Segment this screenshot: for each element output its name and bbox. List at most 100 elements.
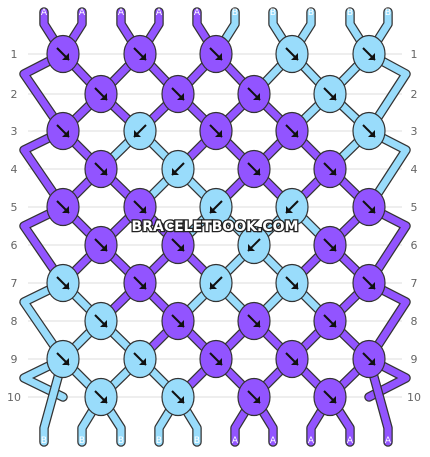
bottom-strand-label: A [308,436,315,446]
knot [352,263,386,303]
knot [199,111,233,151]
knot-arrowhead [100,396,107,403]
knot [199,187,233,227]
bottom-strand-label: B [156,436,162,446]
knot-arrowhead [62,282,69,289]
knot-arrowhead [329,396,336,403]
knot [275,187,309,227]
knot [123,263,157,303]
knot [275,339,309,379]
knot [352,187,386,227]
row-label-left: 3 [11,125,18,138]
knot-arrowhead [291,130,298,137]
knot-arrowhead [139,206,146,213]
row-label-right: 10 [407,391,421,404]
knot-arrowhead [253,168,260,175]
knot-arrowhead [253,396,260,403]
knot [46,34,80,74]
knot-arrowhead [368,358,375,365]
knot-arrowhead [177,93,184,100]
top-strand-label: A [41,8,48,18]
knot [237,149,271,189]
bottom-strand-label: A [347,436,354,446]
knot-arrowhead [177,244,184,251]
knot [161,377,195,417]
knot-arrowhead [253,93,260,100]
row-label-left: 8 [11,315,18,328]
knot-arrowhead [215,130,222,137]
row-label-right: 8 [411,315,418,328]
top-strand-label: A [194,8,201,18]
knot [84,225,118,265]
knot-arrowhead [368,53,375,60]
top-strand-label: B [232,8,238,18]
row-label-left: 1 [11,48,18,61]
strand-segment [365,355,392,446]
knot-arrowhead [286,206,293,213]
knot-arrowhead [100,168,107,175]
knot-arrowhead [172,168,179,175]
knot [161,225,195,265]
knot [352,111,386,151]
knot-arrowhead [210,282,217,289]
knot-arrowhead [134,130,141,137]
knot-arrowhead [210,206,217,213]
row-label-left: 2 [11,88,18,101]
knot [161,74,195,114]
bottom-strand-label: A [270,436,277,446]
knot-arrowhead [291,282,298,289]
knot [275,34,309,74]
knot [199,263,233,303]
row-label-right: 6 [411,239,418,252]
row-label-right: 7 [411,277,418,290]
knot [199,339,233,379]
knot [46,187,80,227]
knot [313,149,347,189]
row-label-right: 1 [411,48,418,61]
knot [237,301,271,341]
bottom-strand-label: B [194,436,200,446]
knot-arrowhead [177,396,184,403]
knot-arrowhead [100,244,107,251]
knot [275,111,309,151]
knot [123,111,157,151]
knot-arrowhead [139,282,146,289]
row-label-right: 2 [411,88,418,101]
knot [313,225,347,265]
strand-segment [40,355,67,446]
knot [46,111,80,151]
row-label-right: 9 [411,353,418,366]
knot [275,263,309,303]
knot-arrowhead [62,206,69,213]
knot-arrowhead [62,130,69,137]
knot [84,149,118,189]
row-label-left: 10 [7,391,21,404]
knot-arrowhead [291,358,298,365]
row-label-right: 4 [411,163,418,176]
knot-arrowhead [248,244,255,251]
knot-arrowhead [291,53,298,60]
knot [313,377,347,417]
knot-arrowhead [329,168,336,175]
knot-arrowhead [329,320,336,327]
knot-arrowhead [253,320,260,327]
knot [237,377,271,417]
knot [352,339,386,379]
bottom-strand-label: B [41,436,47,446]
knot-arrowhead [368,282,375,289]
knot-arrowhead [62,53,69,60]
knot-arrowhead [215,358,222,365]
knot-arrowhead [368,130,375,137]
row-label-left: 7 [11,277,18,290]
knots [46,34,386,417]
knot [84,301,118,341]
knot [123,187,157,227]
bottom-strand-label: B [118,436,124,446]
knot-arrowhead [215,53,222,60]
knot-arrowhead [177,320,184,327]
knot-arrowhead [100,93,107,100]
row-label-right: 5 [411,201,418,214]
